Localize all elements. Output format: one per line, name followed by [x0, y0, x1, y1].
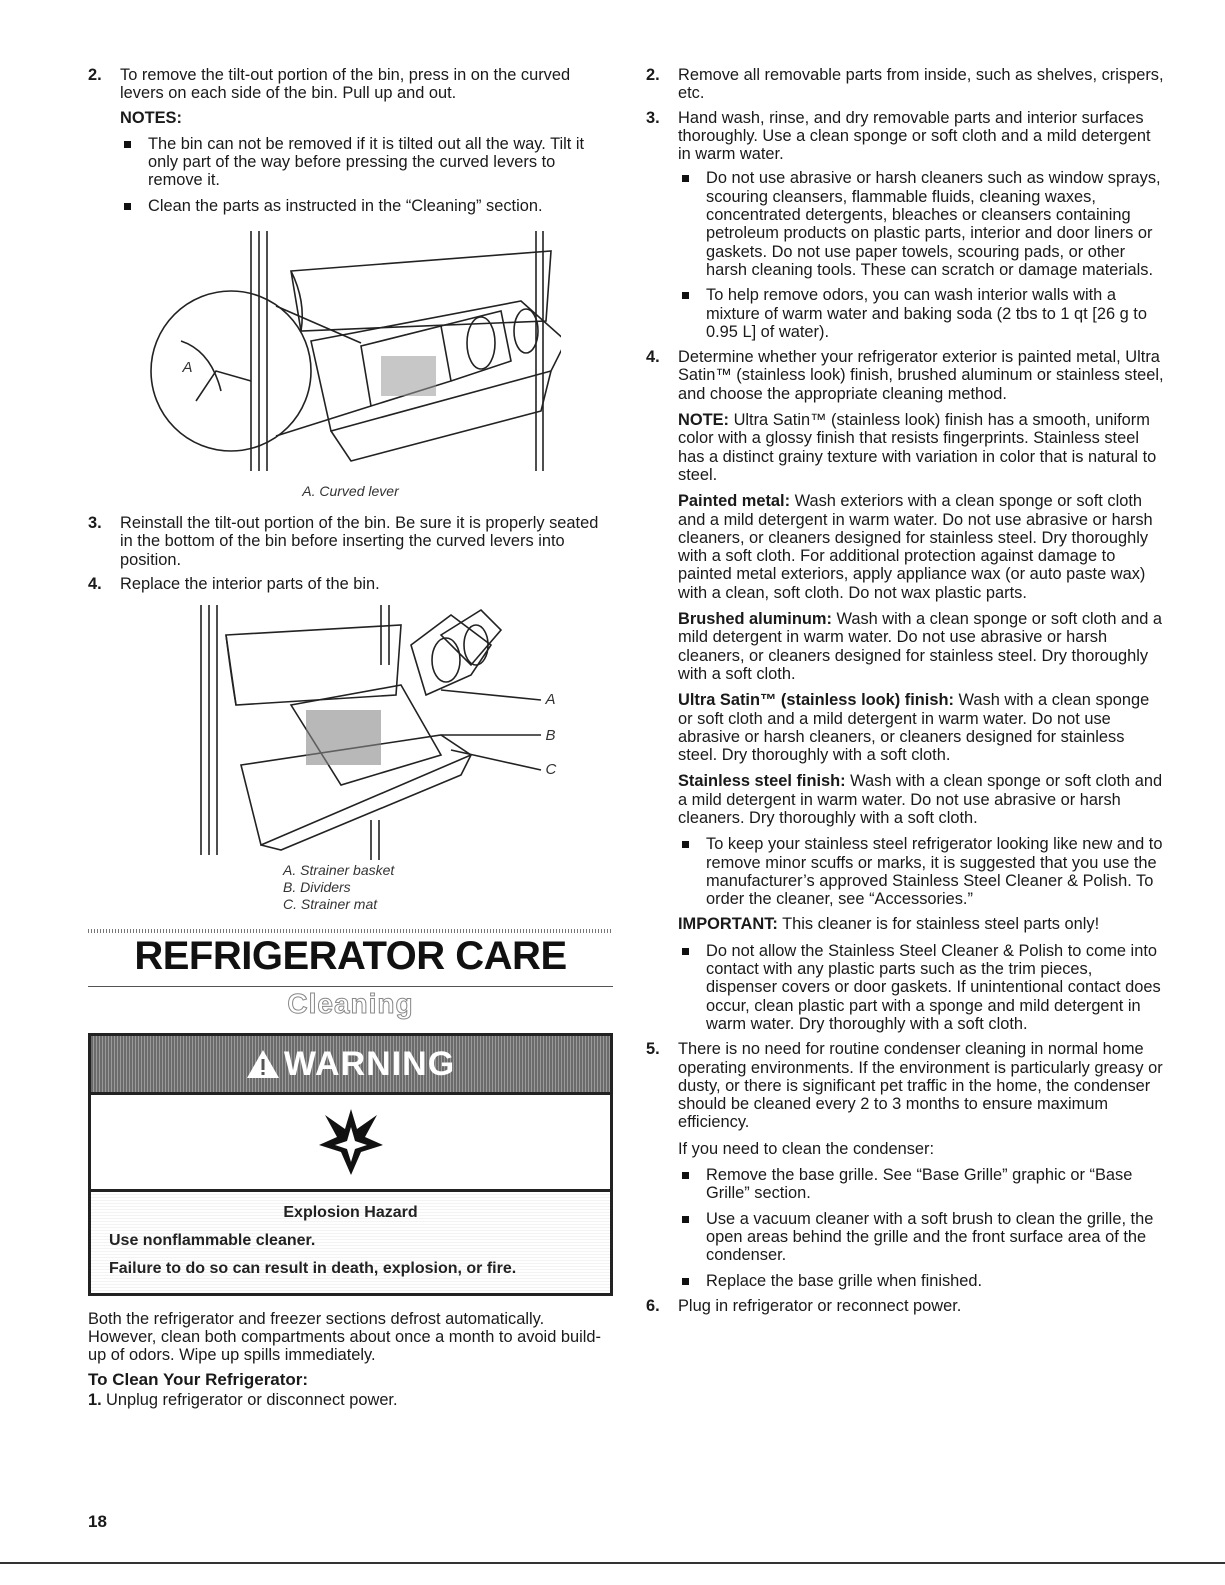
painted-metal-paragraph: Painted metal: Wash exteriors with a cle… [678, 492, 1166, 602]
notes-list: The bin can not be removed if it is tilt… [120, 135, 613, 215]
list-item: Use a vacuum cleaner with a soft brush t… [678, 1210, 1166, 1265]
important-text: This cleaner is for stainless steel part… [782, 915, 1100, 934]
note-text: Ultra Satin™ (stainless look) finish has… [678, 411, 1157, 484]
section-divider [88, 929, 613, 934]
section-title: REFRIGERATOR CARE [134, 934, 567, 979]
step-5: 5. There is no need for routine condense… [646, 1040, 1166, 1290]
page-number: 18 [88, 1512, 107, 1531]
step-3-bullets: Do not use abrasive or harsh cleaners su… [678, 169, 1166, 341]
list-item: Remove the base grille. See “Base Grille… [678, 1166, 1166, 1203]
step-number: 3. [646, 108, 660, 127]
ultra-satin-text: Wash with a clean sponge or soft cloth a… [678, 691, 1150, 765]
step-4: 4. Determine whether your refrigerator e… [646, 348, 1166, 1033]
step-number: 6. [646, 1296, 660, 1315]
warning-header: WARNING [91, 1035, 610, 1095]
list-item: To help remove odors, you can wash inter… [678, 286, 1166, 341]
figure-caption: A. Curved lever [302, 483, 399, 500]
painted-metal-label: Painted metal: [678, 492, 791, 511]
step-6: 6. Plug in refrigerator or reconnect pow… [646, 1297, 1166, 1315]
list-item: Replace the base grille when finished. [678, 1272, 1166, 1290]
list-item: Do not allow the Stainless Steel Cleaner… [678, 942, 1166, 1033]
explosion-icon [318, 1108, 383, 1175]
step-number: 4. [88, 574, 102, 593]
callout-label-b: B [545, 727, 556, 745]
step-number: 1. [88, 1390, 102, 1409]
step-2: 2. Remove all removable parts from insid… [646, 66, 1166, 103]
painted-metal-text: Wash exteriors with a clean sponge or so… [678, 492, 1153, 602]
stainless-label: Stainless steel finish: [678, 772, 846, 791]
title-rule [88, 985, 613, 987]
stainless-text: Wash with a clean sponge or soft cloth a… [678, 772, 1163, 827]
callout-label-a: A [182, 359, 193, 377]
figure-captions: A. Strainer basket B. Dividers C. Strain… [283, 862, 613, 913]
step-text: Remove all removable parts from inside, … [678, 66, 1164, 103]
intro-paragraph: Both the refrigerator and freezer sectio… [88, 1309, 601, 1365]
step-4: 4. Replace the interior parts of the bin… [88, 575, 613, 593]
callout-label-a: A [545, 691, 556, 709]
step-text: Plug in refrigerator or reconnect power. [678, 1296, 962, 1315]
warning-word: WARNING [283, 1044, 456, 1083]
subsection-title: Cleaning [287, 987, 414, 1019]
warning-box: WARNING Explosion Hazard Use nonflammabl… [88, 1032, 613, 1296]
clean-step-1: 1. Unplug refrigerator or disconnect pow… [88, 1391, 613, 1409]
step-5-subtext: If you need to clean the condenser: [678, 1139, 935, 1158]
step-3: 3. Reinstall the tilt-out portion of the… [88, 514, 613, 569]
important-label: IMPORTANT: [678, 915, 778, 934]
list-item: Clean the parts as instructed in the “Cl… [120, 197, 613, 215]
strainer-figure: A B C [141, 605, 561, 861]
list-item: The bin can not be removed if it is tilt… [120, 135, 613, 190]
bin-illustration-2 [199, 605, 541, 861]
warning-icon-area [91, 1095, 610, 1192]
warning-triangle-icon [246, 1049, 279, 1078]
step-text: Hand wash, rinse, and dry removable part… [678, 108, 1151, 164]
step-number: 2. [646, 66, 660, 84]
step-3: 3. Hand wash, rinse, and dry removable p… [646, 109, 1166, 342]
brushed-aluminum-paragraph: Brushed aluminum: Wash with a clean spon… [678, 610, 1166, 683]
important-paragraph: IMPORTANT: This cleaner is for stainless… [678, 915, 1166, 933]
figure-caption: A. Strainer basket [283, 862, 395, 879]
warning-hazard: Explosion Hazard [283, 1203, 418, 1221]
callout-label-c: C [545, 761, 557, 779]
brushed-aluminum-text: Wash with a clean sponge or soft cloth a… [678, 610, 1163, 683]
list-item: To keep your stainless steel refrigerato… [678, 835, 1166, 908]
step-text: There is no need for routine condenser c… [678, 1040, 1163, 1132]
step-number: 5. [646, 1040, 660, 1059]
step-2: 2. To remove the tilt-out portion of the… [88, 66, 613, 103]
notes-heading: NOTES: [120, 108, 182, 127]
step-text: To remove the tilt-out portion of the bi… [120, 66, 571, 103]
figure-caption: B. Dividers [283, 879, 351, 896]
bin-illustration-1 [149, 231, 567, 472]
stainless-paragraph: Stainless steel finish: Wash with a clea… [678, 772, 1166, 827]
brushed-aluminum-label: Brushed aluminum: [678, 610, 832, 629]
page-bottom-rule [0, 1562, 1225, 1564]
list-item: Do not use abrasive or harsh cleaners su… [678, 169, 1166, 279]
step-number: 2. [88, 66, 102, 84]
left-column: 2. To remove the tilt-out portion of the… [88, 66, 613, 1415]
warning-body: Explosion Hazard Use nonflammable cleane… [91, 1191, 610, 1293]
warning-consequence: Failure to do so can result in death, ex… [109, 1260, 517, 1278]
clean-heading: To Clean Your Refrigerator: [88, 1369, 309, 1389]
ultra-satin-paragraph: Ultra Satin™ (stainless look) finish: Wa… [678, 691, 1166, 764]
step-text: Reinstall the tilt-out portion of the bi… [120, 514, 599, 569]
figure-caption: C. Strainer mat [283, 896, 378, 913]
right-column: 2. Remove all removable parts from insid… [646, 66, 1166, 1321]
curved-lever-figure: A [141, 231, 567, 481]
note-paragraph: NOTE: Ultra Satin™ (stainless look) fini… [678, 411, 1166, 484]
step-number: 4. [646, 348, 660, 367]
step-text: Unplug refrigerator or disconnect power. [106, 1390, 398, 1409]
warning-instruction: Use nonflammable cleaner. [109, 1232, 316, 1250]
step-number: 3. [88, 514, 102, 533]
step-text: Replace the interior parts of the bin. [120, 574, 380, 593]
step-text: Determine whether your refrigerator exte… [678, 348, 1164, 403]
note-label: NOTE: [678, 411, 729, 430]
ultra-satin-label: Ultra Satin™ (stainless look) finish: [678, 691, 954, 710]
